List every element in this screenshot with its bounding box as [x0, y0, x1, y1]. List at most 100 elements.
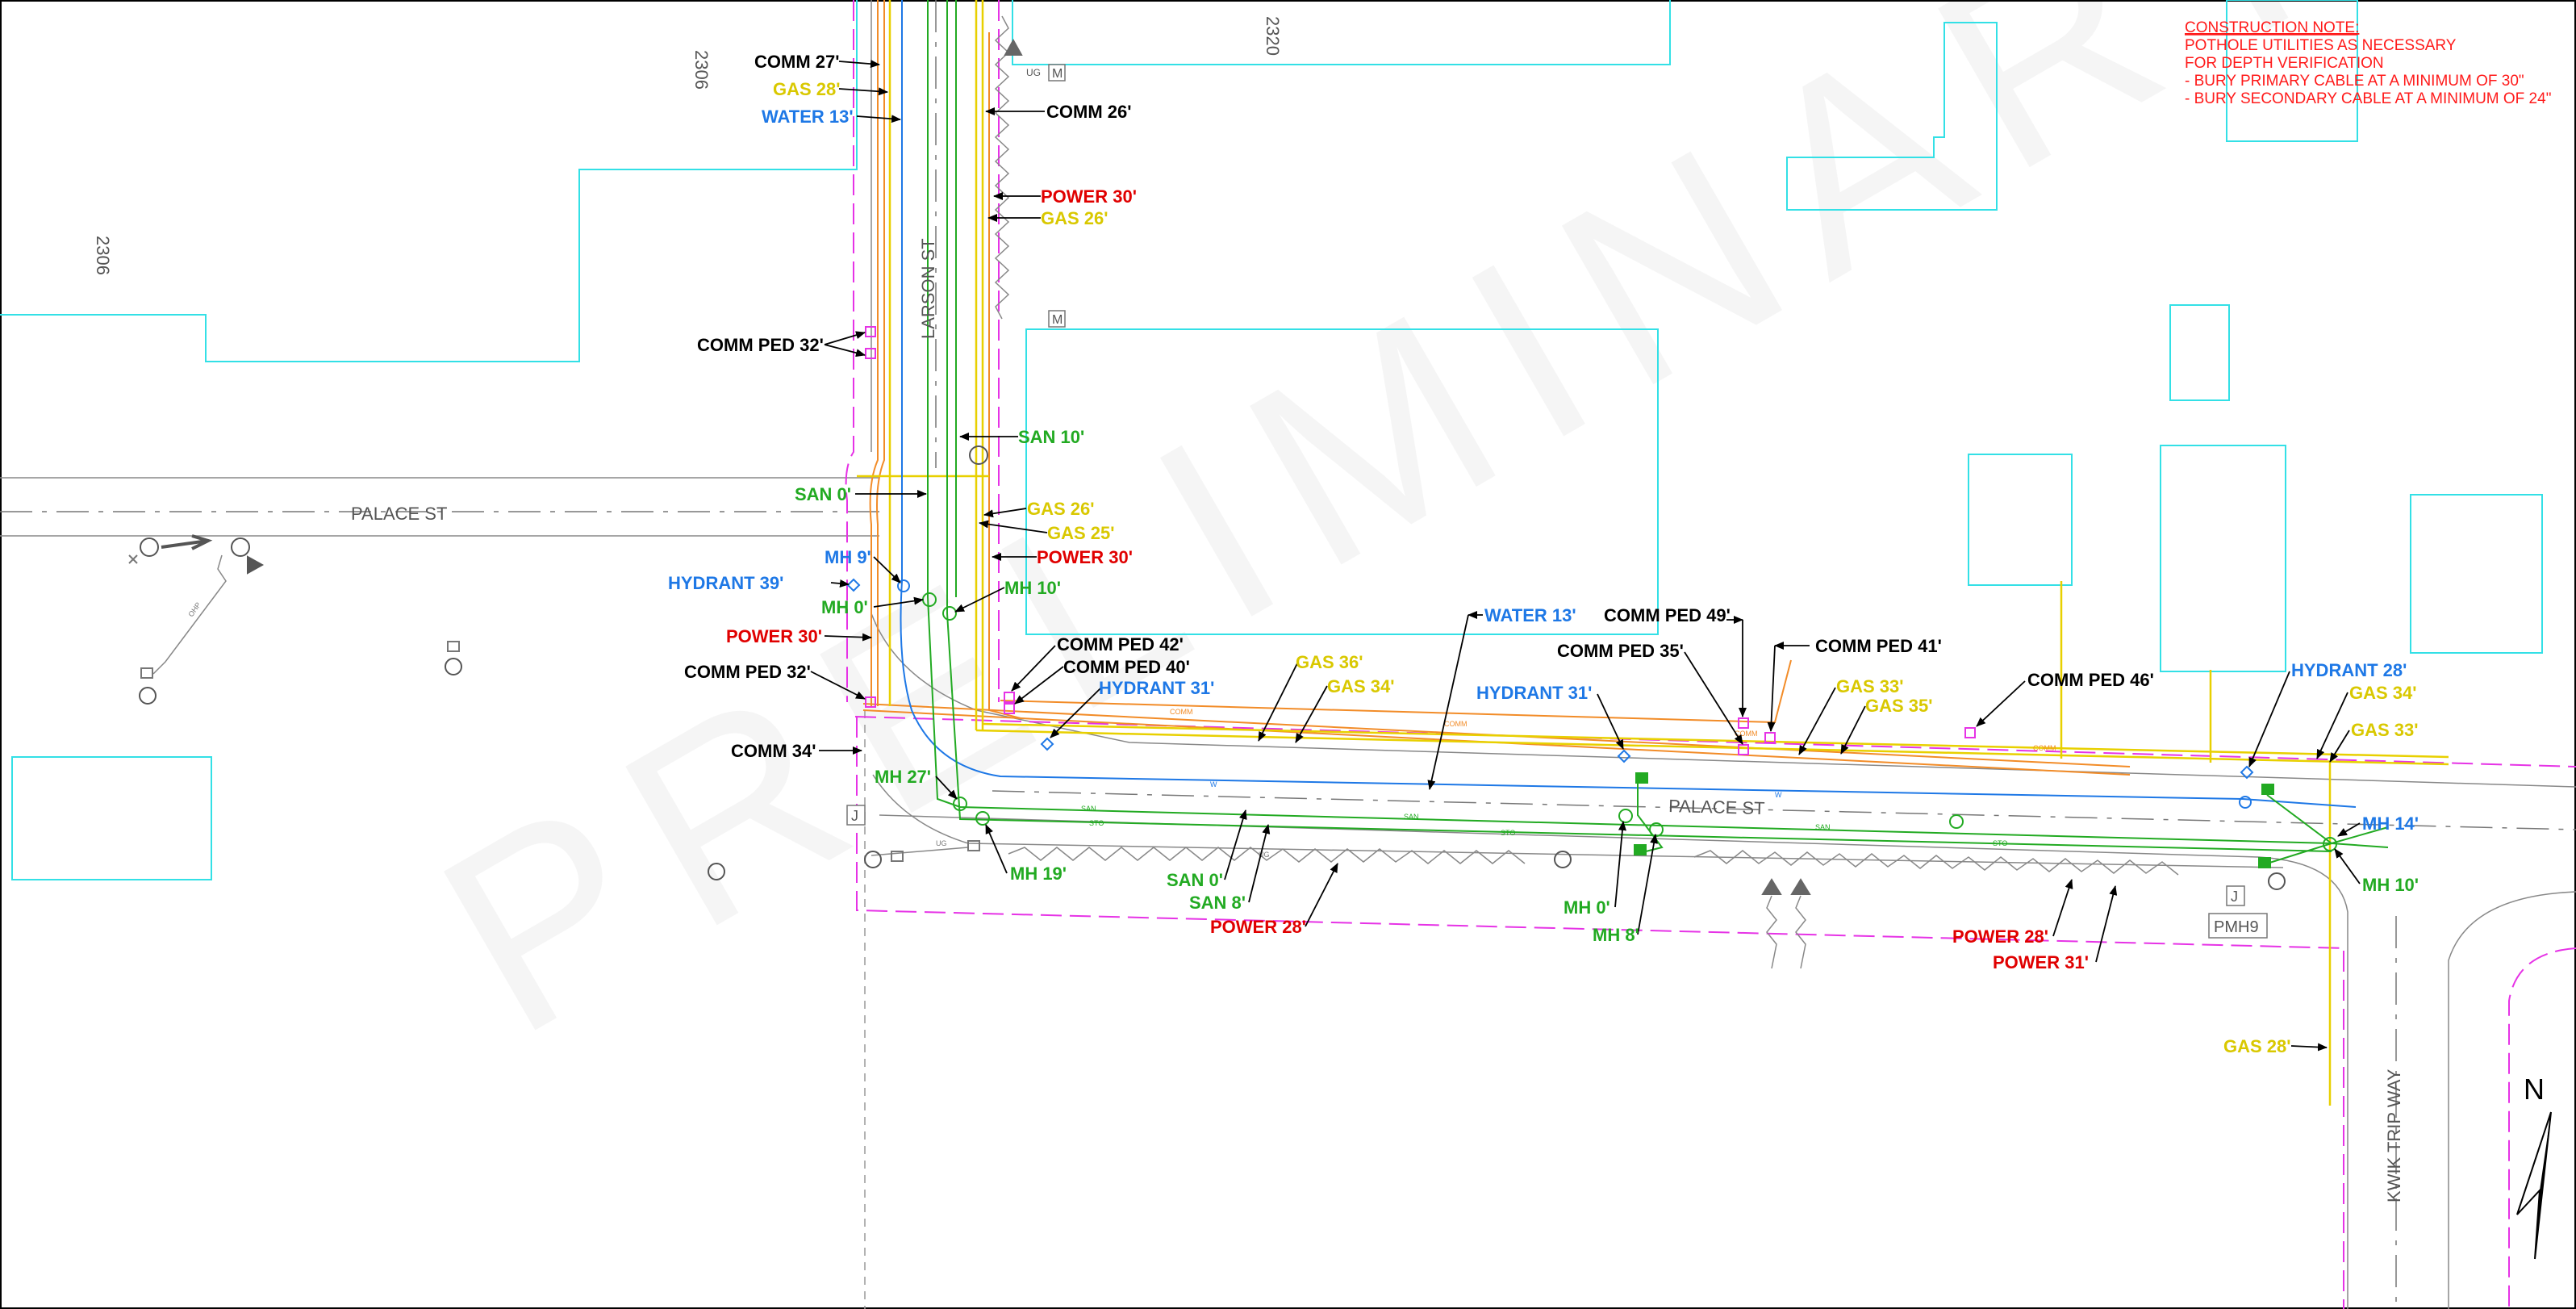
hydrant-symbol-4	[2240, 765, 2254, 780]
leader-gas28a	[838, 87, 888, 96]
callout-power30a: POWER 30'	[1041, 186, 1137, 207]
row-larson-west	[845, 0, 854, 702]
comm-ped-symbol-6	[1738, 717, 1749, 729]
san-manhole-5	[1618, 809, 1633, 823]
line-tag-comm-2: COMM	[1444, 720, 1468, 728]
ug-label-meter: UG	[1026, 67, 1041, 78]
callout-gas36: GAS 36'	[1296, 652, 1363, 672]
north-arrow: N	[2516, 1073, 2552, 1260]
street-label-palace-west: PALACE ST	[351, 504, 447, 524]
leader-mh27	[935, 776, 958, 800]
callout-gas25: GAS 25'	[1047, 523, 1115, 543]
leader-hydrant28	[2248, 671, 2290, 767]
pole-symbol-3	[445, 658, 462, 675]
ug-drop-2	[1795, 895, 1806, 969]
pmh9-label: PMH9	[2214, 918, 2259, 936]
callout-mh14: MH 14'	[2362, 813, 2419, 834]
leader-mh0b	[1614, 821, 1626, 908]
leader-gas34a	[1295, 685, 1328, 743]
pole-triangle-3	[1761, 878, 1782, 895]
callout-power28a: POWER 28'	[1210, 917, 1306, 937]
street-label-larson: LARSON ST	[918, 238, 938, 339]
leader-gas25	[979, 520, 1048, 533]
manhole-symbol-4	[1554, 851, 1572, 868]
manhole-symbol-1	[969, 445, 988, 465]
callout-water13b: WATER 13'	[1484, 605, 1576, 625]
callout-mh9: MH 9'	[825, 547, 871, 567]
callout-gas28a: GAS 28'	[773, 79, 841, 99]
san-branch-3	[1637, 775, 1664, 852]
leader-commped42	[1011, 645, 1056, 692]
construction-note-line-4: - BURY SECONDARY CABLE AT A MINIMUM OF 2…	[2185, 90, 2551, 107]
callout-commped42: COMM PED 42'	[1057, 634, 1184, 654]
leader-mh8	[1637, 834, 1659, 935]
water-valve-1	[897, 579, 910, 592]
north-arrow-shape	[2516, 1111, 2552, 1260]
leader-power31	[2095, 885, 2118, 963]
building-outline-center	[1025, 328, 1659, 635]
manhole-symbol-2	[708, 863, 725, 880]
hydrant-symbol-3	[1617, 749, 1631, 763]
building-outline-e2	[2160, 445, 2286, 672]
hydrant-symbol-2	[1040, 737, 1054, 751]
transformer-symbol-1	[1635, 772, 1648, 784]
leader-gas36	[1258, 663, 1298, 742]
callout-mh10b: MH 10'	[2362, 875, 2419, 895]
san-manhole-7	[1949, 814, 1964, 829]
building-outlines	[0, 0, 2543, 880]
san-manhole-8	[2323, 837, 2337, 851]
callout-comm26: COMM 26'	[1046, 102, 1131, 122]
leader-hydrant31b	[1597, 693, 1624, 750]
callout-gas26b: GAS 26'	[1027, 499, 1095, 519]
callout-comm27: COMM 27'	[754, 52, 839, 72]
building-outline-north-center	[1012, 0, 1671, 65]
light-symbol-3	[140, 667, 153, 679]
ug-drop-1	[1766, 895, 1777, 969]
pole-symbol-1	[140, 537, 159, 557]
leader-lines	[810, 60, 2361, 1052]
leader-mh10b	[2334, 848, 2361, 885]
callout-commped49: COMM PED 49'	[1604, 605, 1731, 625]
kwik-trip-east-edge	[2448, 891, 2576, 1309]
parcel-label-2306-a: 2306	[691, 50, 712, 90]
palace-st-east-lower-edge	[879, 814, 2348, 1309]
pole-triangle-1	[1004, 38, 1023, 56]
ug-line-2	[870, 847, 969, 856]
leader-gas33a	[1798, 687, 1836, 755]
callout-commped35: COMM PED 35'	[1557, 641, 1684, 661]
line-tag-sto-2: STO	[1501, 829, 1515, 837]
north-arrow-fill	[2535, 1112, 2551, 1259]
structure-boxes	[846, 64, 2268, 939]
callout-gas34a: GAS 34'	[1327, 676, 1395, 696]
light-symbol-5	[967, 840, 980, 851]
comm-line-orange-1	[869, 0, 879, 706]
callout-mh27: MH 27'	[875, 767, 931, 787]
leader-comm27	[838, 60, 880, 69]
gas-line-palace-1	[975, 729, 2449, 766]
construction-note: CONSTRUCTION NOTE: POTHOLE UTILITIES AS …	[2185, 19, 2551, 107]
leader-water13a	[856, 115, 901, 123]
callout-hydrant28: HYDRANT 28'	[2291, 660, 2407, 680]
water-valve-2	[2239, 796, 2252, 809]
meter-label-2: M	[1052, 313, 1063, 327]
callout-power28b: POWER 28'	[1952, 926, 2048, 947]
building-outline-ne2	[2226, 0, 2358, 142]
row-palace-south	[856, 717, 2347, 949]
callout-hydrant31b: HYDRANT 31'	[1476, 683, 1592, 703]
callout-gas28b: GAS 28'	[2223, 1036, 2291, 1056]
leader-mh19	[985, 824, 1008, 874]
callout-power31: POWER 31'	[1993, 952, 2089, 972]
comm-line-orange-2	[876, 0, 885, 706]
parcel-label-2320: 2320	[1263, 16, 1283, 56]
water-line-larson	[900, 0, 2357, 808]
leader-gas35	[1840, 705, 1866, 755]
leader-commped41-2	[1767, 645, 1776, 732]
san-branch-2	[2266, 842, 2389, 864]
callout-gas34b: GAS 34'	[2349, 683, 2417, 703]
callout-gas35: GAS 35'	[1865, 696, 1933, 716]
leader-gas26b	[983, 508, 1027, 518]
leader-power28a	[1305, 863, 1338, 927]
row-kwik-east	[2508, 947, 2576, 1309]
